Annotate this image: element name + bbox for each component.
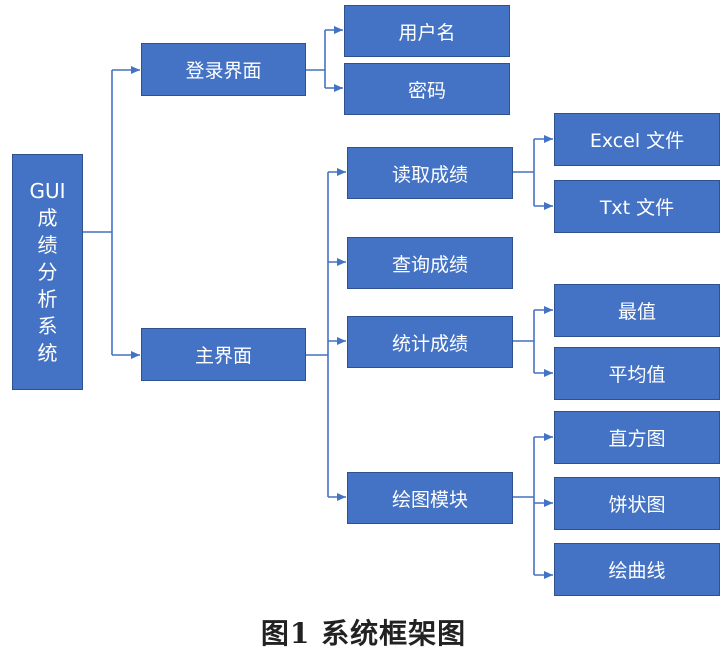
node-curve-plot: 绘曲线 <box>554 543 720 596</box>
node-username: 用户名 <box>344 5 510 57</box>
root-line: 分 <box>37 259 58 284</box>
node-plot-module: 绘图模块 <box>347 472 513 524</box>
node-login-screen: 登录界面 <box>141 43 306 96</box>
node-read-scores: 读取成绩 <box>347 147 513 199</box>
node-extreme-values: 最值 <box>554 284 720 337</box>
root-line: 系 <box>37 313 58 338</box>
figure-caption: 图1 系统框架图 <box>260 617 467 650</box>
root-line: 统 <box>37 340 58 365</box>
root-line: GUI <box>29 178 66 203</box>
node-query-scores: 查询成绩 <box>347 237 513 289</box>
root-line: 绩 <box>37 232 58 257</box>
node-pie-chart: 饼状图 <box>554 477 720 530</box>
root-line: 成 <box>37 205 58 230</box>
node-average: 平均值 <box>554 347 720 400</box>
node-excel-file: Excel 文件 <box>554 113 720 166</box>
node-password: 密码 <box>344 63 510 115</box>
root-line: 析 <box>37 286 58 311</box>
node-stat-scores: 统计成绩 <box>347 316 513 368</box>
root-node-gui-system: GUI 成 绩 分 析 系 统 <box>12 154 83 390</box>
node-histogram: 直方图 <box>554 411 720 464</box>
node-main-screen: 主界面 <box>141 328 306 381</box>
node-txt-file: Txt 文件 <box>554 180 720 233</box>
